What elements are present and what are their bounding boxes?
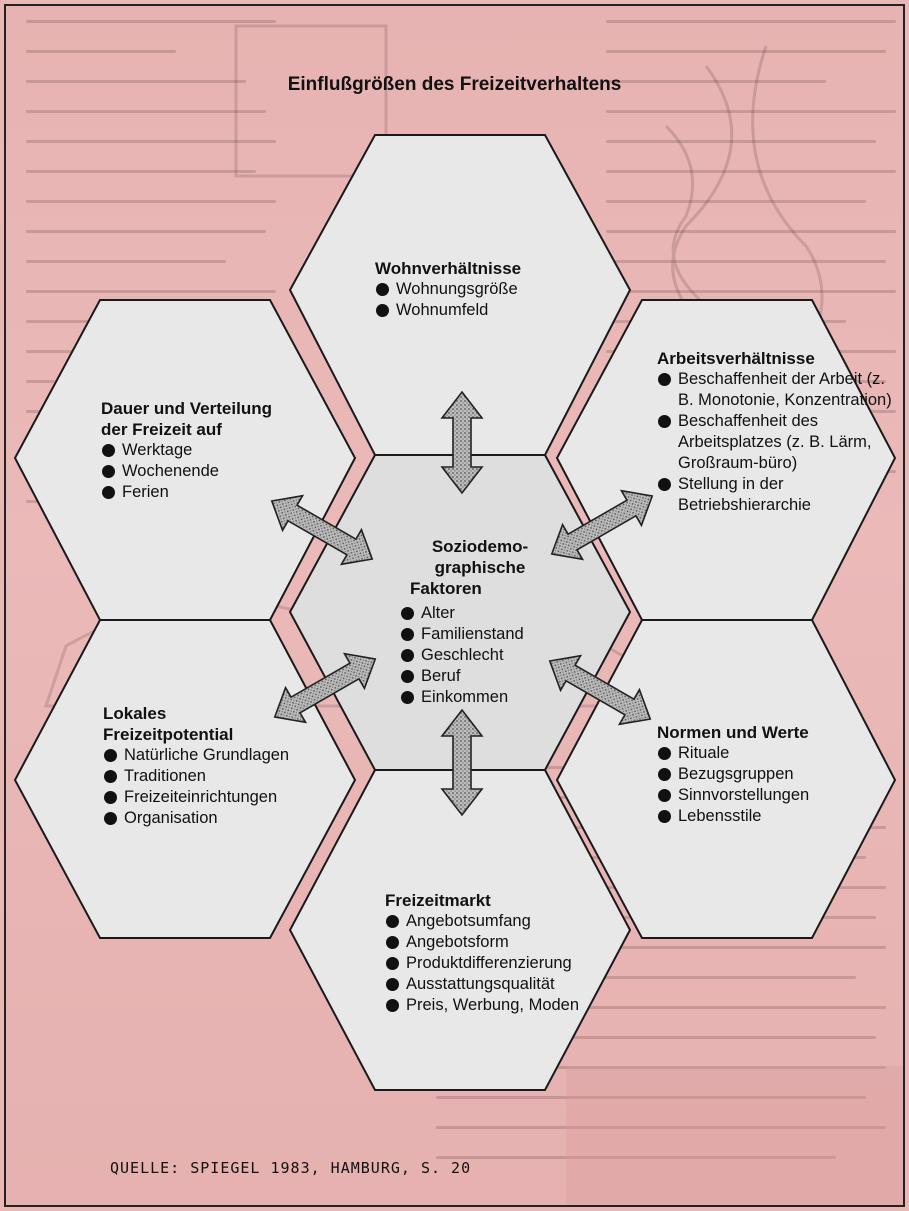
list-item: Angebotsumfang <box>385 911 625 932</box>
list-item: Freizeiteinrichtungen <box>103 787 333 808</box>
block-freizeitmarkt: Freizeitmarkt Angebotsumfang Angebotsfor… <box>385 890 625 1016</box>
block-heading: Freizeitpotential <box>103 725 234 744</box>
list-item: Werktage <box>101 440 331 461</box>
arrow-dauer-center <box>270 494 374 566</box>
list-item: Preis, Werbung, Moden <box>385 995 625 1016</box>
list-item: Beruf <box>400 666 560 687</box>
list-item: Sinnvorstellungen <box>657 785 877 806</box>
list-item: Traditionen <box>103 766 333 787</box>
arrow-normen-center <box>548 654 652 726</box>
arrow-group <box>270 390 654 817</box>
block-heading: Arbeitsverhältnisse <box>657 349 815 368</box>
block-arbeitsverhaeltnisse: Arbeitsverhältnisse Beschaffenheit der A… <box>657 348 892 516</box>
list-item: Wohnumfeld <box>375 300 605 321</box>
list-item: Einkommen <box>400 687 560 708</box>
list-item: Beschaffenheit des Arbeitsplatzes (z. B.… <box>657 411 892 474</box>
block-normen-und-werte: Normen und Werte Rituale Bezugsgruppen S… <box>657 722 877 827</box>
center-heading: Soziodemo- <box>431 537 529 556</box>
block-dauer-und-verteilung: Dauer und Verteilung der Freizeit auf We… <box>101 398 331 503</box>
list-item: Rituale <box>657 743 877 764</box>
list-item: Lebensstile <box>657 806 877 827</box>
block-soziodemographische-faktoren: Soziodemo- graphische Faktoren Alter Fam… <box>400 536 560 708</box>
arrow-lokal-center <box>273 652 377 724</box>
list-item: Wochenende <box>101 461 331 482</box>
list-item: Bezugsgruppen <box>657 764 877 785</box>
block-heading: Freizeitmarkt <box>385 891 491 910</box>
list-item: Wohnungsgröße <box>375 279 605 300</box>
block-wohnverhaeltnisse: Wohnverhältnisse Wohnungsgröße Wohnumfel… <box>375 258 605 321</box>
hex-dauer-und-verteilung <box>13 299 357 621</box>
list-item: Organisation <box>103 808 333 829</box>
arrow-wohn-center <box>440 390 484 495</box>
list-item: Natürliche Grundlagen <box>103 745 333 766</box>
list-item: Stellung in der Betriebshierarchie <box>657 474 892 516</box>
hex-soziodemographische-faktoren <box>288 454 632 771</box>
block-heading: Wohnverhältnisse <box>375 259 522 278</box>
list-item: Alter <box>400 603 560 624</box>
block-heading: Dauer und Verteilung <box>101 399 272 418</box>
diagram-title: Einflußgrößen des Freizeitverhaltens <box>287 74 622 95</box>
center-heading: graphische <box>434 558 526 577</box>
list-item: Produktdifferenzierung <box>385 953 625 974</box>
list-item: Angebotsform <box>385 932 625 953</box>
list-item: Ferien <box>101 482 331 503</box>
list-item: Familienstand <box>400 624 560 645</box>
block-heading: Normen und Werte <box>657 723 809 742</box>
center-heading: Faktoren <box>410 579 482 598</box>
arrow-arbeit-center <box>550 489 654 561</box>
block-heading: Lokales <box>103 704 167 723</box>
list-item: Ausstattungsqualität <box>385 974 625 995</box>
arrow-markt-center <box>440 708 484 817</box>
list-item: Geschlecht <box>400 645 560 666</box>
source-citation: QUELLE: SPIEGEL 1983, HAMBURG, S. 20 <box>110 1159 472 1177</box>
block-heading: der Freizeit auf <box>101 420 222 439</box>
list-item: Beschaffenheit der Arbeit (z. B. Monoton… <box>657 369 892 411</box>
block-lokales-freizeitpotential: Lokales Freizeitpotential Natürliche Gru… <box>103 703 333 829</box>
hexagon-group <box>13 134 897 1091</box>
